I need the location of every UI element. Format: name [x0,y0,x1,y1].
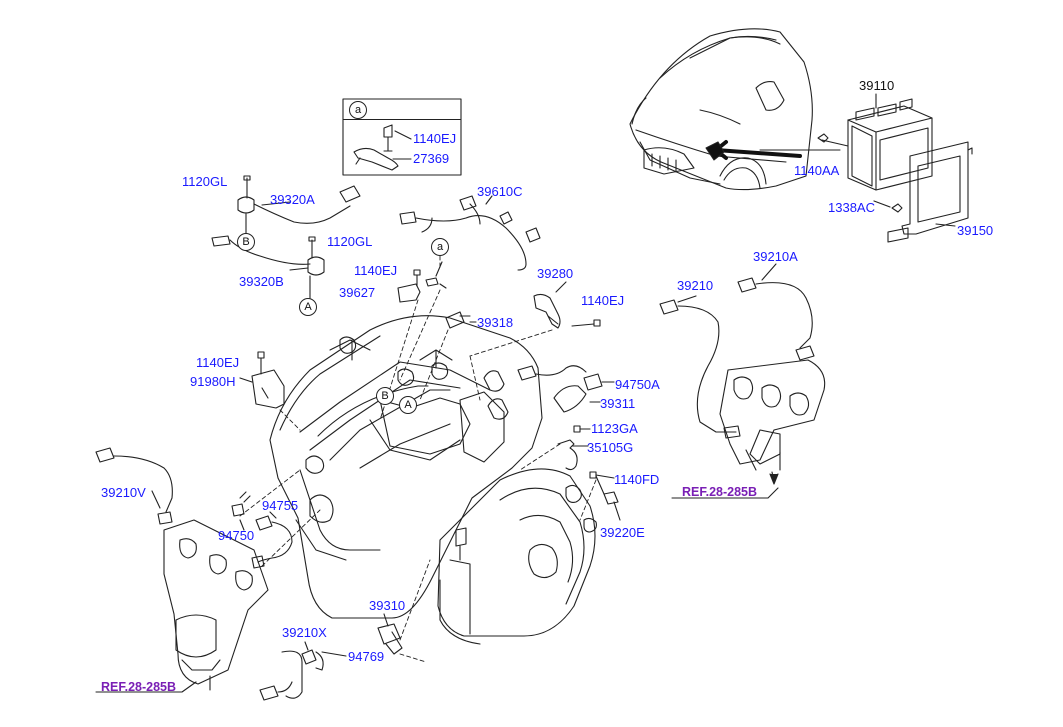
label-35105g: 35105G [587,440,634,455]
label-1120gl-top: 1120GL [182,174,228,189]
marker-a-lower: A [299,298,317,316]
label-94750a: 94750A [615,377,660,392]
label-inset-27369: 27369 [413,151,450,166]
label-91980h: 91980H [190,374,236,389]
label-39110: 39110 [859,78,895,93]
ecu-module [847,98,933,191]
label-39310: 39310 [369,598,406,613]
label-39318: 39318 [477,315,514,330]
left-exhaust-manifold [163,519,269,691]
label-39210v: 39210V [101,485,146,500]
label-1123ga: 1123GA [591,421,638,436]
inset-marker-a: a [349,101,367,119]
label-39210x: 39210X [282,625,327,640]
label-1140fd: 1140FD [614,472,660,487]
label-1140ej-b: 1140EJ [581,293,625,308]
label-1140ej-c: 1140EJ [196,355,240,370]
label-inset-1140ej: 1140EJ [413,131,457,146]
label-94750: 94750 [218,528,255,543]
ref-link-left[interactable]: REF.28-285B [101,680,177,694]
label-94755: 94755 [262,498,299,513]
right-exhaust-manifold [719,359,826,471]
label-94769: 94769 [348,649,385,664]
marker-a-engine: A [399,396,417,414]
ecu-bracket [887,141,973,243]
label-39210a: 39210A [753,249,798,264]
ref-link-right[interactable]: REF.28-285B [682,485,758,499]
engine-block [269,315,543,619]
marker-b-engine: B [376,387,394,405]
label-39210: 39210 [677,278,714,293]
label-39320a: 39320A [270,192,315,207]
harness-39610c [399,195,541,271]
label-1140aa: 1140AA [794,163,840,178]
marker-b-top: B [237,233,255,251]
label-1338ac: 1338AC [828,200,875,215]
label-39610c: 39610C [477,184,523,199]
label-1120gl-mid: 1120GL [327,234,373,249]
label-39320b: 39320B [239,274,284,289]
label-1140ej-a: 1140EJ [354,263,398,278]
transmission [437,468,597,645]
label-39311: 39311 [600,396,636,411]
car-outline [629,28,813,191]
inset-header [343,99,461,120]
label-39150: 39150 [957,223,994,238]
label-39627: 39627 [339,285,376,300]
label-39220e: 39220E [600,525,645,540]
marker-a-mid: a [431,238,449,256]
label-39280: 39280 [537,266,574,281]
